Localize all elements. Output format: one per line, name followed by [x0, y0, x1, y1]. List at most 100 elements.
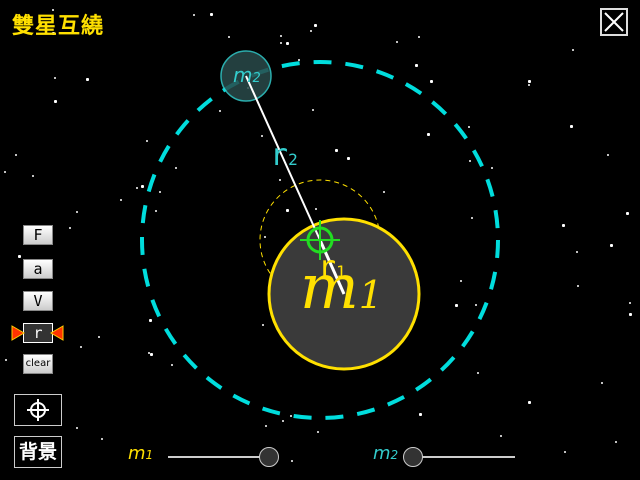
star [265, 425, 267, 427]
star [629, 302, 631, 304]
star [148, 352, 150, 354]
star [32, 175, 34, 177]
star [219, 110, 221, 112]
star [601, 382, 603, 384]
star [471, 217, 473, 219]
star [4, 171, 6, 173]
star [460, 280, 462, 282]
star [577, 285, 579, 287]
star [52, 9, 54, 11]
m2-slider-track[interactable] [405, 456, 515, 458]
star [136, 187, 138, 189]
star [415, 64, 418, 67]
m1-slider-track[interactable] [168, 456, 278, 458]
star [282, 420, 284, 422]
star [146, 140, 148, 142]
acceleration-button[interactable]: a [23, 259, 53, 279]
star [427, 133, 430, 136]
active-arrow-left-icon [11, 325, 25, 341]
star [280, 42, 282, 44]
r2-vector [245, 75, 321, 241]
star [149, 319, 152, 322]
star [286, 209, 289, 212]
star [261, 135, 263, 137]
star [528, 84, 530, 86]
star [610, 244, 613, 247]
star [312, 109, 314, 111]
star [383, 191, 385, 193]
m2-slider-label: m2 [373, 443, 399, 464]
star [562, 224, 565, 227]
star [310, 30, 312, 32]
star [528, 80, 531, 83]
center-of-mass-icon [300, 220, 340, 260]
star [570, 125, 573, 128]
star [298, 59, 300, 61]
star [69, 227, 71, 229]
star [98, 336, 100, 338]
star [491, 167, 493, 169]
star [469, 160, 471, 162]
star [150, 353, 153, 356]
radius-button[interactable]: r [23, 323, 53, 343]
star [86, 78, 89, 81]
star [430, 80, 433, 83]
center-view-button[interactable] [14, 394, 62, 426]
star [576, 251, 578, 253]
star [291, 460, 293, 462]
star [171, 364, 173, 366]
star [15, 154, 17, 156]
star [455, 304, 458, 307]
m1-slider-thumb[interactable] [259, 447, 279, 467]
orbit-m2 [140, 60, 500, 420]
star [279, 179, 281, 181]
star [155, 210, 157, 212]
star [468, 126, 470, 128]
star [54, 100, 57, 103]
star [475, 304, 477, 306]
clear-button[interactable]: clear [23, 354, 53, 374]
star [629, 313, 632, 316]
active-arrow-right-icon [50, 325, 64, 341]
star [477, 372, 479, 374]
r2-label: r2 [270, 138, 298, 173]
star [286, 42, 289, 45]
star [607, 154, 609, 156]
star [419, 413, 422, 416]
star [54, 77, 56, 79]
star [500, 435, 502, 437]
velocity-button[interactable]: V [23, 291, 53, 311]
force-button[interactable]: F [23, 225, 53, 245]
background-button[interactable]: 背景 [14, 436, 62, 468]
star [314, 24, 317, 27]
m2-slider-thumb[interactable] [403, 447, 423, 467]
star [564, 451, 566, 453]
star [335, 149, 338, 152]
close-icon [604, 12, 624, 32]
r1-vector [318, 239, 346, 295]
star [615, 441, 617, 443]
star [101, 438, 103, 440]
star [120, 199, 122, 201]
star [159, 191, 161, 193]
crosshair-icon [27, 399, 49, 421]
close-button[interactable] [600, 8, 628, 36]
mass1-label: m1 [300, 250, 383, 323]
star [347, 157, 350, 160]
m1-slider-label: m1 [128, 443, 154, 464]
star [315, 208, 317, 210]
star [290, 415, 292, 417]
star [175, 167, 177, 169]
star [52, 32, 55, 35]
app-title: 雙星互繞 [12, 14, 105, 39]
star [626, 212, 629, 215]
star [141, 185, 144, 188]
star [317, 431, 319, 433]
star [76, 211, 78, 213]
star [418, 36, 420, 38]
star [5, 359, 7, 361]
star [18, 255, 21, 258]
star [193, 14, 195, 16]
